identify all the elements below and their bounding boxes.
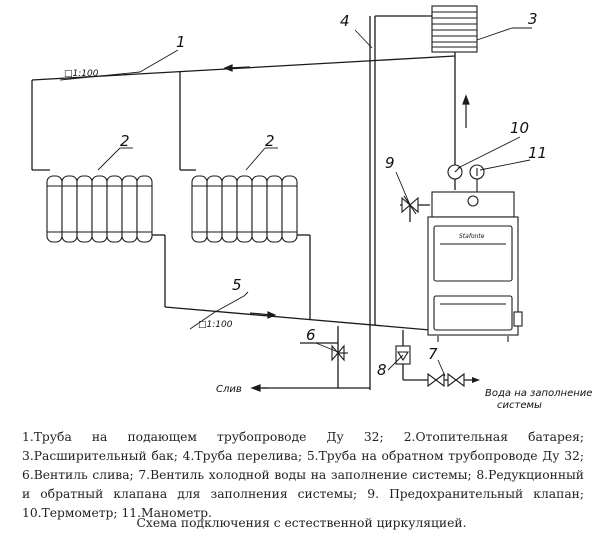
radiator-left: [46, 175, 153, 243]
label-9: 9: [385, 154, 395, 172]
label-2-right: 2: [265, 132, 275, 150]
boiler: [427, 191, 523, 342]
label-5: 5: [232, 276, 242, 294]
return-pipe: [164, 306, 431, 331]
radiator-right: [191, 175, 298, 243]
label-6: 6: [306, 326, 316, 344]
label-11: 11: [528, 144, 547, 162]
label-8: 8: [377, 361, 387, 379]
legend-text: 1.Труба на подающем трубопроводе Ду 32; …: [22, 430, 584, 520]
label-3: 3: [528, 10, 538, 28]
water-fill-label-1: Вода на заполнение: [485, 388, 592, 399]
label-2-left: 2: [120, 132, 130, 150]
diagram-caption: Схема подключения с естественной циркуля…: [136, 516, 467, 530]
water-fill-label-2: системы: [497, 400, 542, 410]
label-4: 4: [340, 12, 350, 30]
slope-label-top: □1:100: [64, 69, 99, 79]
label-10: 10: [510, 119, 529, 137]
boiler-brand: Stafonte: [459, 233, 485, 240]
heating-scheme-diagram: Stafonte 1 2 2 3 4 5 6 7 8 9 10 11 □1:10…: [31, 5, 592, 410]
fill-valve-icon: [427, 372, 465, 388]
label-1: 1: [176, 33, 186, 51]
drain-valve-icon: [331, 344, 348, 362]
drain-label: Слив: [216, 384, 242, 395]
slope-label-bottom: □1:100: [198, 320, 233, 330]
label-7: 7: [428, 345, 438, 363]
expansion-tank: [431, 5, 478, 53]
